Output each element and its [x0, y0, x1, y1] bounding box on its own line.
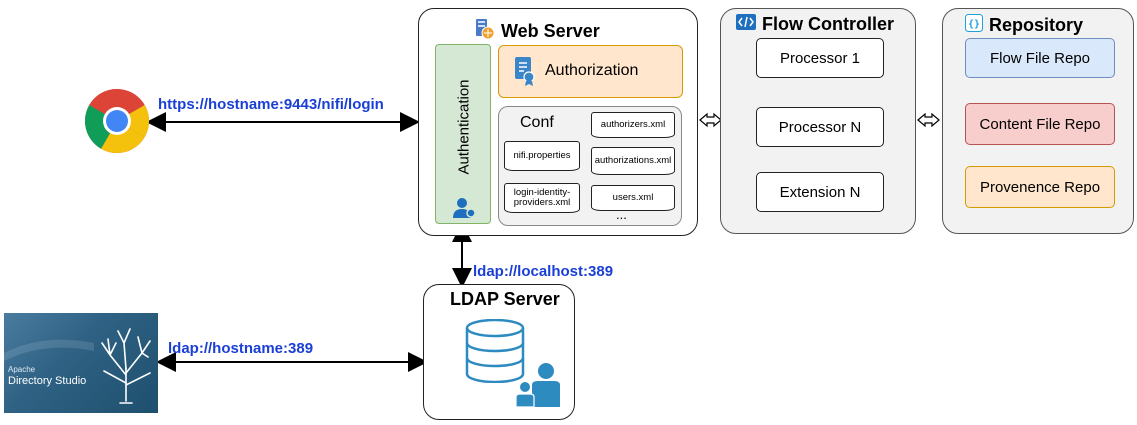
user-icon: [452, 197, 476, 224]
server-icon: [473, 18, 495, 45]
flow-controller-title: Flow Controller: [736, 14, 894, 35]
webserver-flow-double-arrow: [699, 112, 722, 128]
authorization-label: Authorization: [545, 62, 639, 79]
ldap-server-box: LDAP Server: [423, 284, 575, 420]
certificate-icon: [513, 56, 537, 91]
authentication-panel: Authentication: [435, 44, 491, 224]
web-server-box: Web Server Authentication Authorization …: [418, 8, 698, 236]
flow-controller-box: Flow Controller Processor 1 Processor N …: [720, 8, 916, 234]
repo-item: Flow File Repo: [965, 38, 1115, 78]
users-icon: [514, 363, 562, 414]
ldap-local-label: ldap://localhost:389: [473, 263, 614, 280]
web-server-title: Web Server: [473, 18, 600, 45]
studio-vendor: Apache: [8, 365, 36, 374]
database-icon: [464, 318, 526, 388]
ldap-studio-label: ldap://hostname:389: [168, 340, 314, 357]
chrome-browser-icon: [84, 88, 150, 154]
tree-icon: [4, 328, 151, 404]
conf-panel: Conf nifi.properties authorizers.xml aut…: [498, 106, 682, 226]
repo-item: Content File Repo: [965, 103, 1115, 145]
repository-title: {} Repository: [965, 14, 1083, 37]
conf-file: login-identity-providers.xml: [504, 183, 580, 213]
code-icon: [736, 14, 756, 35]
conf-file: authorizations.xml: [591, 147, 675, 175]
conf-more: ...: [616, 207, 627, 222]
flow-item: Processor 1: [756, 38, 884, 78]
repository-box: {} Repository Flow File Repo Content Fil…: [942, 8, 1134, 234]
directory-studio-logo: Apache Directory Studio: [4, 313, 158, 413]
flow-item: Processor N: [756, 107, 884, 147]
ldap-server-title: LDAP Server: [450, 289, 560, 309]
conf-title: Conf: [520, 114, 554, 131]
conf-file: users.xml: [591, 185, 675, 211]
repo-item: Provenence Repo: [965, 166, 1115, 208]
svg-text:{}: {}: [968, 19, 980, 30]
studio-product: Directory Studio: [8, 375, 87, 387]
authorization-panel: Authorization: [498, 45, 683, 98]
flow-repo-double-arrow: [917, 112, 940, 128]
conf-file: authorizers.xml: [591, 112, 675, 138]
json-brackets-icon: {}: [965, 14, 983, 37]
browser-url-label: https://hostname:9443/nifi/login: [158, 96, 384, 113]
flow-item: Extension N: [756, 172, 884, 212]
authentication-label: Authentication: [455, 79, 473, 175]
conf-file: nifi.properties: [504, 141, 580, 171]
